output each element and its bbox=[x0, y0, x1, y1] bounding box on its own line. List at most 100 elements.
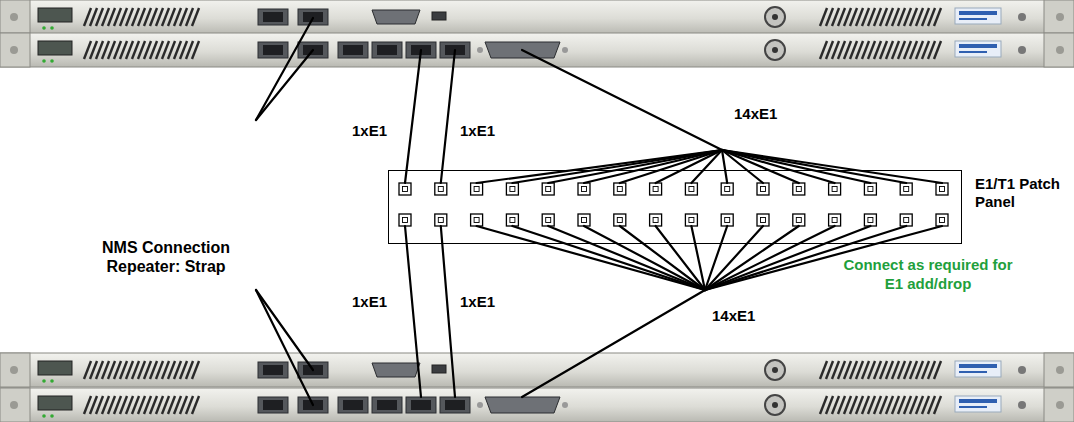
patch-port bbox=[936, 183, 948, 195]
wire bbox=[405, 226, 421, 397]
wire bbox=[477, 226, 705, 290]
wire bbox=[548, 226, 705, 290]
wire bbox=[705, 226, 835, 290]
patch-port-socket bbox=[438, 218, 443, 223]
rivet bbox=[10, 401, 18, 409]
patch-port bbox=[614, 214, 626, 226]
rack-ear bbox=[1044, 33, 1074, 67]
n-connector-pin bbox=[772, 14, 778, 20]
patch-port bbox=[578, 183, 590, 195]
rj45-port bbox=[258, 42, 288, 58]
rivet bbox=[1056, 401, 1064, 409]
link-count: 14xE1 bbox=[712, 306, 772, 325]
rj45-socket bbox=[263, 365, 283, 375]
vent-slot bbox=[934, 361, 941, 379]
patch-port-socket bbox=[510, 187, 515, 192]
logo-plate bbox=[955, 361, 1001, 377]
rack-ear bbox=[0, 33, 30, 67]
wire bbox=[584, 226, 705, 290]
lcd-display bbox=[38, 41, 72, 55]
usb-port bbox=[432, 12, 446, 20]
usb-port bbox=[432, 365, 446, 373]
n-connector-pin bbox=[772, 367, 778, 373]
wire bbox=[691, 226, 705, 290]
panel-title: E1/T1 Patch Panel bbox=[975, 175, 1070, 211]
instruction-note: Connect as required for E1 add/drop bbox=[840, 255, 1016, 293]
patch-port bbox=[685, 214, 697, 226]
rack-ear bbox=[0, 353, 30, 387]
patch-port bbox=[650, 214, 662, 226]
status-led bbox=[42, 59, 46, 63]
patch-port-socket bbox=[474, 187, 479, 192]
patch-port-socket bbox=[617, 218, 622, 223]
rj45-port bbox=[258, 9, 288, 25]
patch-port-socket bbox=[689, 187, 694, 192]
n-connector bbox=[765, 360, 785, 380]
logo-plate bbox=[955, 396, 1001, 412]
vent-slot bbox=[192, 361, 199, 379]
rj45-port bbox=[372, 397, 402, 413]
wires bbox=[256, 18, 942, 405]
vga-connector bbox=[372, 10, 420, 24]
rj45-socket bbox=[263, 12, 283, 22]
logo-plate bbox=[955, 41, 1001, 57]
rj45-socket bbox=[343, 45, 363, 55]
n-connector-pin bbox=[772, 47, 778, 53]
patch-port-socket bbox=[761, 187, 766, 192]
patch-port bbox=[471, 183, 483, 195]
patch-port bbox=[435, 214, 447, 226]
logo-mark bbox=[959, 371, 987, 373]
vent-slot bbox=[934, 8, 941, 26]
rivet bbox=[1056, 366, 1064, 374]
patch-port-socket bbox=[868, 187, 873, 192]
logo-mark bbox=[959, 364, 997, 368]
patch-port-socket bbox=[582, 218, 587, 223]
vent-slot bbox=[192, 41, 199, 59]
n-connector bbox=[765, 395, 785, 415]
patch-port bbox=[721, 214, 733, 226]
patch-port bbox=[542, 183, 554, 195]
rack-unit bbox=[0, 353, 1074, 387]
patch-port-socket bbox=[582, 187, 587, 192]
rivet bbox=[1056, 46, 1064, 54]
patch-port bbox=[614, 183, 626, 195]
link-count: 1xE1 bbox=[352, 121, 404, 140]
power-knob bbox=[1018, 13, 1026, 21]
logo-mark bbox=[959, 11, 997, 15]
logo-mark bbox=[959, 399, 997, 403]
wire bbox=[656, 226, 705, 290]
link-count: 1xE1 bbox=[352, 292, 404, 311]
power-knob bbox=[1018, 401, 1026, 409]
wire bbox=[256, 290, 313, 370]
patch-port-socket bbox=[832, 218, 837, 223]
status-led bbox=[42, 379, 46, 383]
n-connector bbox=[765, 40, 785, 60]
rack-ear bbox=[1044, 0, 1074, 34]
patch-port-socket bbox=[546, 187, 551, 192]
rack-ear bbox=[0, 0, 30, 34]
patch-port-socket bbox=[725, 218, 730, 223]
wire bbox=[405, 50, 421, 183]
patch-port bbox=[685, 183, 697, 195]
wire bbox=[441, 226, 455, 397]
screw bbox=[477, 402, 483, 408]
patch-port-socket bbox=[761, 218, 766, 223]
patch-port bbox=[793, 183, 805, 195]
patch-port-socket bbox=[832, 187, 837, 192]
logo-mark bbox=[959, 44, 997, 48]
rivet bbox=[10, 13, 18, 21]
rj45-socket bbox=[343, 400, 363, 410]
patch-port-socket bbox=[940, 187, 945, 192]
lcd-display bbox=[38, 8, 72, 22]
patch-port-socket bbox=[689, 218, 694, 223]
patch-port-socket bbox=[403, 218, 408, 223]
patch-port bbox=[399, 183, 411, 195]
patch-port-socket bbox=[438, 187, 443, 192]
link-count: 14xE1 bbox=[734, 104, 794, 123]
patch-port-socket bbox=[653, 187, 658, 192]
link-count: 1xE1 bbox=[460, 121, 512, 140]
wire bbox=[512, 226, 705, 290]
patch-port-socket bbox=[653, 218, 658, 223]
patch-port-socket bbox=[940, 218, 945, 223]
vent-slot bbox=[192, 8, 199, 26]
